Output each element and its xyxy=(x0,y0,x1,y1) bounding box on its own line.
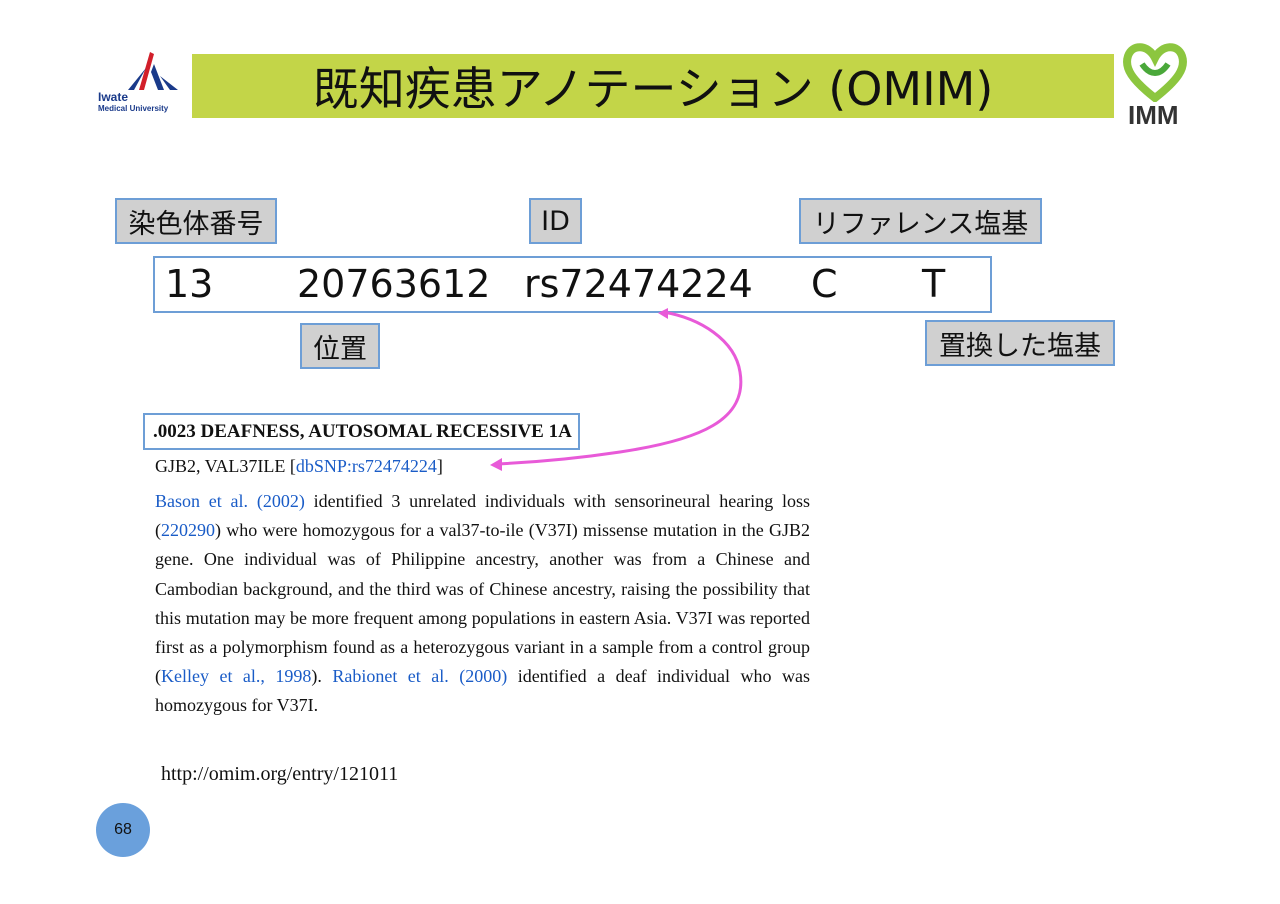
label-chromosome-number: 染色体番号 xyxy=(115,198,277,244)
vcf-alt: T xyxy=(922,262,946,306)
rabionet-2000-link[interactable]: Rabionet et al. (2000) xyxy=(332,666,508,687)
bason-2002-link[interactable]: Bason et al. (2002) xyxy=(155,491,305,511)
body-text-4: identified a deaf individual who was hom… xyxy=(155,666,810,716)
label-alt-base: 置換した塩基 xyxy=(925,320,1115,366)
omim-220290-link[interactable]: 220290 xyxy=(161,520,215,541)
omim-variant-subheading: GJB2, VAL37ILE [dbSNP:rs72474224] xyxy=(155,456,443,477)
dbsnp-link[interactable]: dbSNP:rs72474224 xyxy=(295,456,437,476)
heart-ribbon-icon xyxy=(1123,43,1187,104)
title-bar: 既知疾患アノテーション (OMIM) xyxy=(192,54,1114,118)
omim-description: Bason et al. (2002) identified 3 unrelat… xyxy=(155,487,810,721)
label-position: 位置 xyxy=(300,323,380,369)
university-logo-name: Iwate xyxy=(98,90,129,104)
page-number-badge: 68 xyxy=(96,803,150,857)
kelley-1998-link[interactable]: Kelley et al., 1998 xyxy=(161,666,312,687)
vcf-chrom: 13 xyxy=(165,262,214,306)
body-text-3: ). xyxy=(311,666,333,687)
imm-logo: IMM xyxy=(1122,40,1188,132)
omim-url: http://omim.org/entry/121011 xyxy=(161,763,399,785)
vcf-ref: C xyxy=(811,262,838,306)
label-id: ID xyxy=(529,198,582,244)
vcf-position: 20763612 xyxy=(297,262,491,306)
body-text-2: ) who were homozygous for a val37-to-ile… xyxy=(155,520,810,687)
vcf-id: rs72474224 xyxy=(524,262,753,306)
omim-allelic-variant-heading: .0023 DEAFNESS, AUTOSOMAL RECESSIVE 1A xyxy=(143,413,580,450)
iwate-medical-university-logo: Iwate Medical University xyxy=(94,50,186,120)
body-text-1: identified 3 unrelated individuals with … xyxy=(155,491,810,541)
imm-logo-text: IMM xyxy=(1128,100,1179,130)
subheading-suffix: ] xyxy=(436,456,443,476)
university-logo-subtitle: Medical University xyxy=(98,104,169,113)
iwate-logo-mark-icon xyxy=(128,52,178,90)
subheading-prefix: GJB2, VAL37ILE [ xyxy=(155,456,296,476)
label-reference-base: リファレンス塩基 xyxy=(799,198,1042,244)
slide-title: 既知疾患アノテーション (OMIM) xyxy=(312,62,994,116)
arrow-head-bottom-icon xyxy=(490,458,502,471)
